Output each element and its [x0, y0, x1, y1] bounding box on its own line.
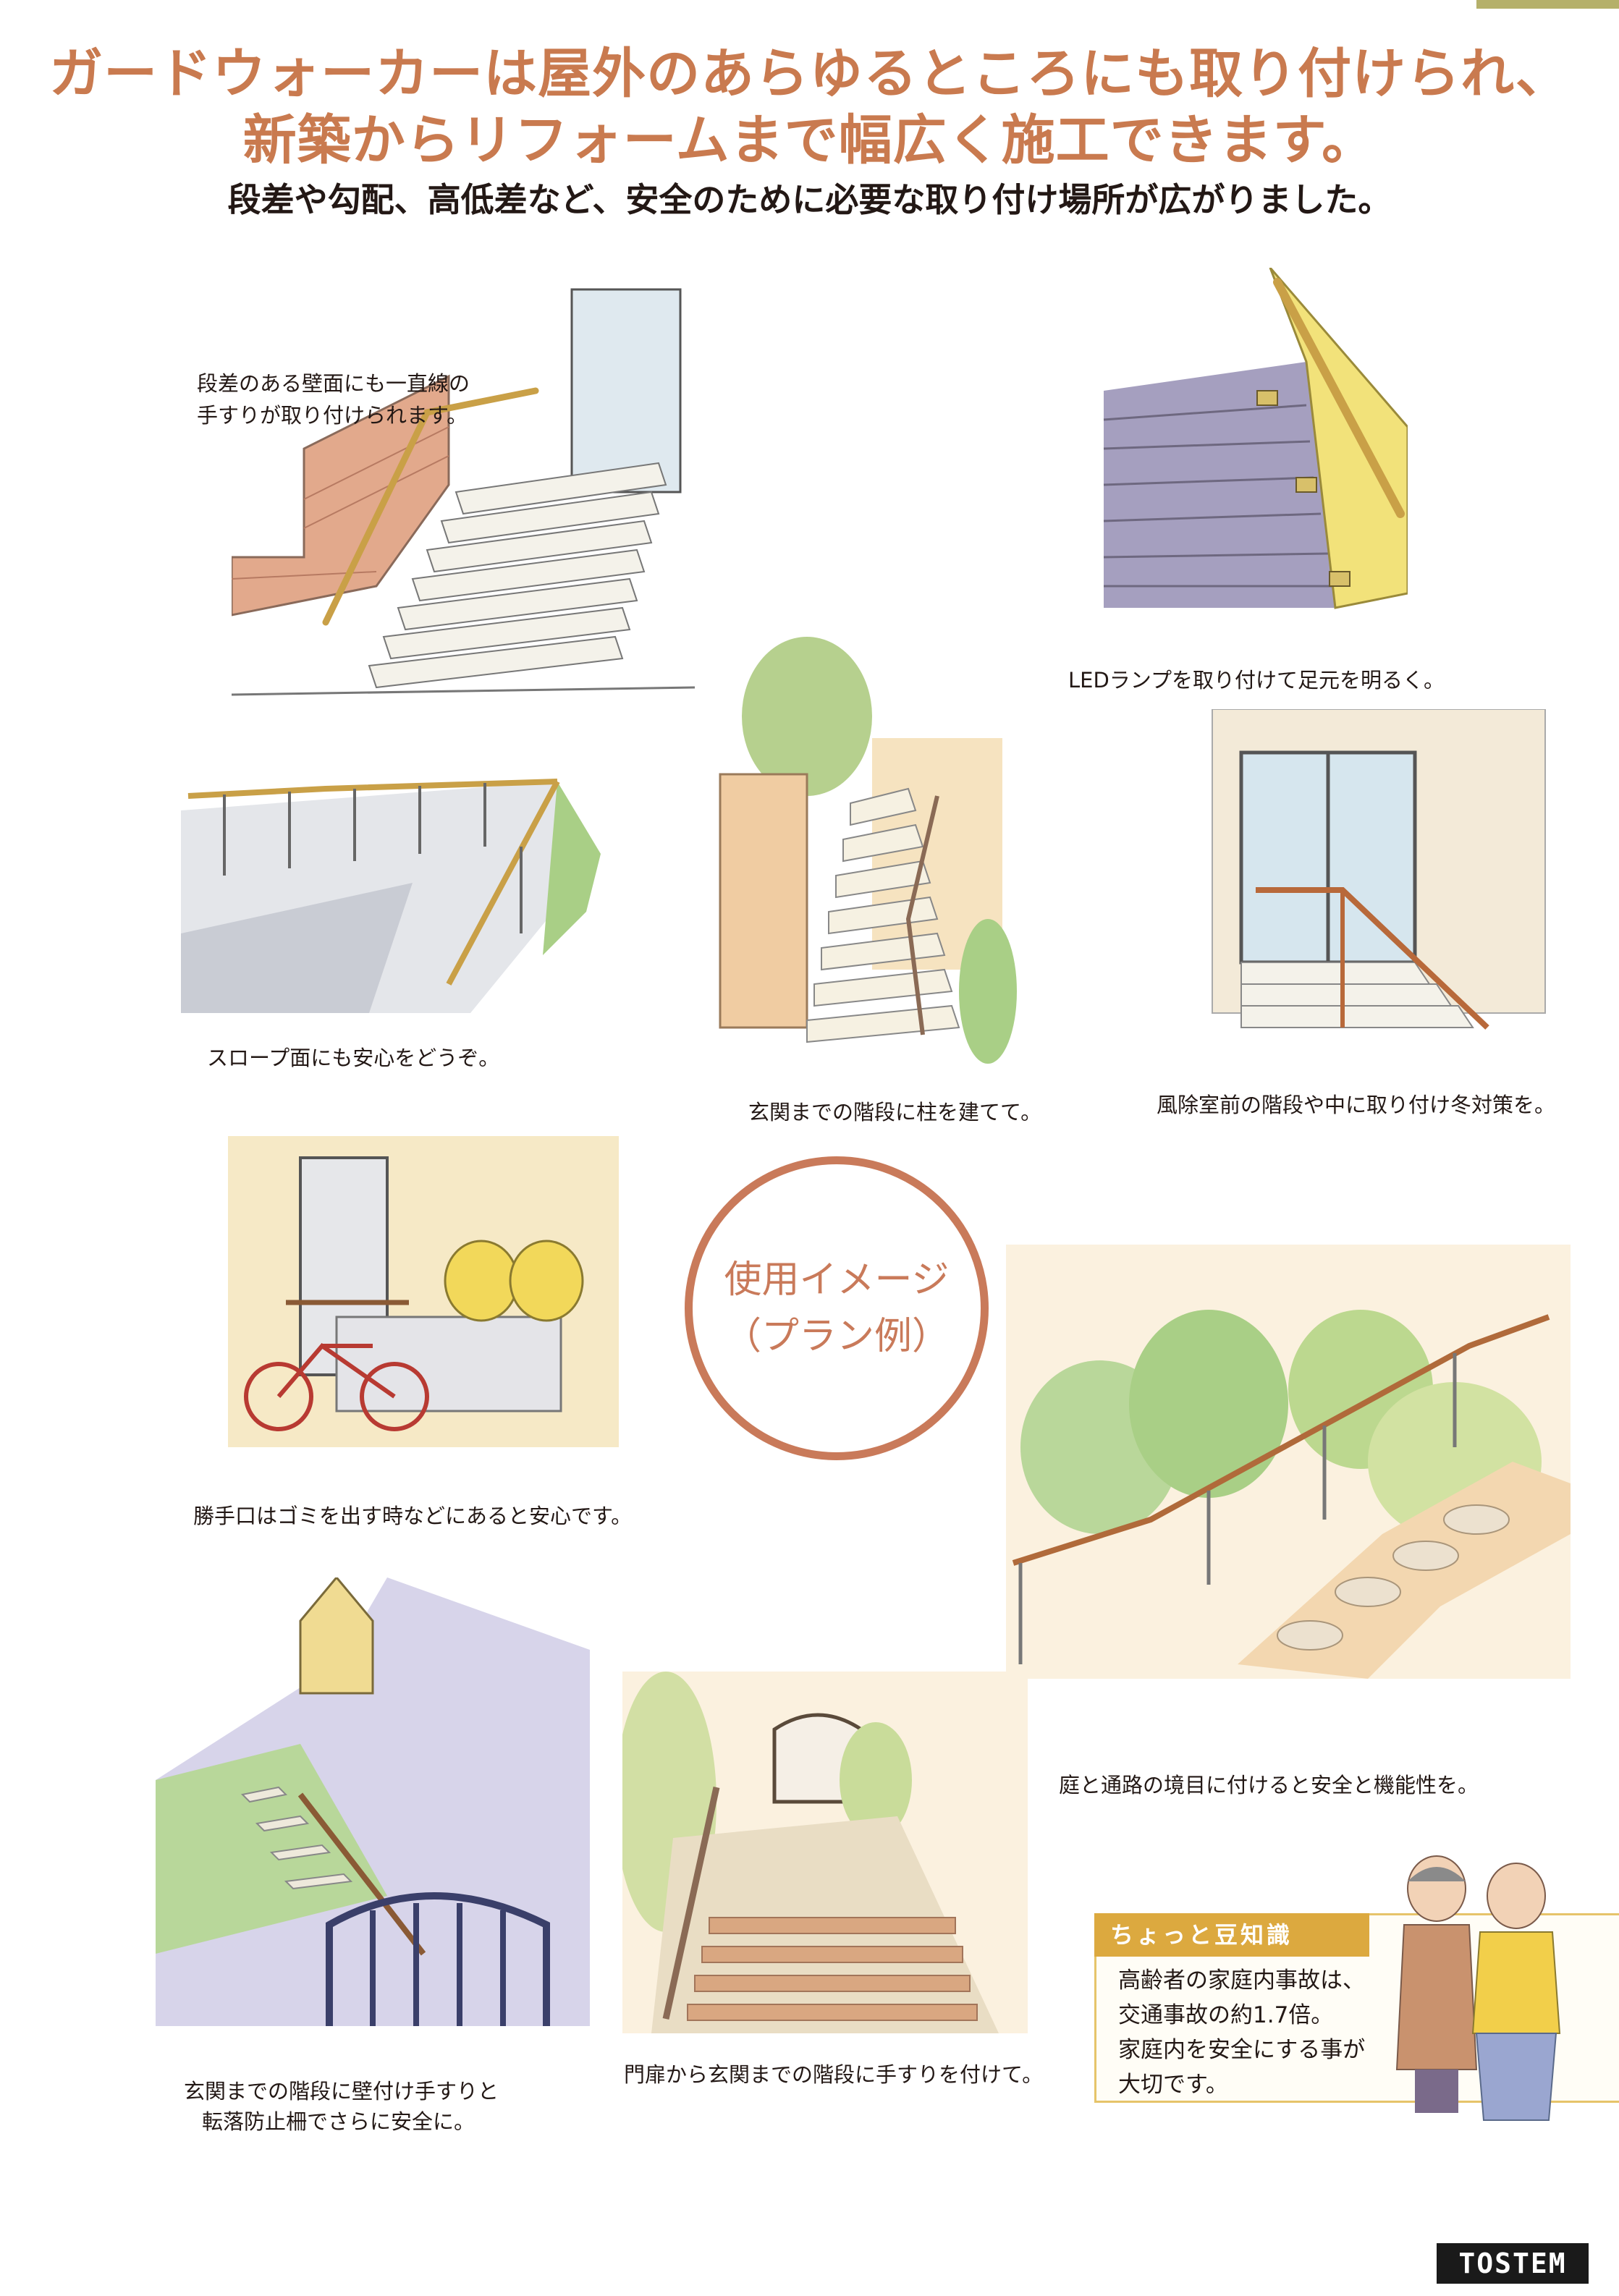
fall-prevention-illustration [156, 1577, 590, 2026]
led-lamp-illustration [1089, 268, 1408, 630]
back-door-illustration [228, 1136, 619, 1447]
subheadline: 段差や勾配、高低差など、安全のために必要な取り付け場所が広がりました。 [227, 180, 1392, 219]
caption-windbreak: 風除室前の階段や中に取り付け冬対策を。 [1157, 1093, 1556, 1117]
badge-line-2: （プラン例） [723, 1315, 950, 1358]
caption-garden: 庭と通路の境目に付けると安全と機能性を。 [1059, 1773, 1479, 1797]
tip-line-1: 高齢者の家庭内事故は、 [1118, 1967, 1365, 1994]
garden-path-illustration [1006, 1245, 1571, 1679]
caption-led-lamp: LEDランプを取り付けて足元を明るく。 [1068, 668, 1445, 692]
caption-fall-prevention-2: 転落防止柵でさらに安全に。 [202, 2109, 475, 2134]
badge-line-1: 使用イメージ [724, 1258, 950, 1302]
caption-fall-prevention-1: 玄関までの階段に壁付け手すりと [184, 2079, 499, 2104]
slope-railing-illustration [181, 767, 601, 1013]
caption-wall-handrail-2: 手すりが取り付けられます。 [197, 403, 468, 428]
tip-line-4: 大切です。 [1118, 2072, 1228, 2098]
elderly-couple-illustration [1368, 1852, 1585, 2127]
tostem-logo: TOSTEM [1437, 2243, 1589, 2284]
tip-line-2: 交通事故の約1.7倍。 [1118, 2002, 1334, 2028]
caption-slope: スロープ面にも安心をどうぞ。 [207, 1046, 500, 1070]
entrance-post-illustration [706, 630, 1017, 1064]
caption-back-door: 勝手口はゴミを出す時などにあると安心です。 [193, 1504, 633, 1528]
usage-image-badge: 使用イメージ （プラン例） [685, 1156, 989, 1460]
caption-wall-handrail-1: 段差のある壁面にも一直線の [197, 371, 470, 396]
caption-entrance-post: 玄関までの階段に柱を建てて。 [748, 1100, 1042, 1124]
tip-line-3: 家庭内を安全にする事が [1118, 2037, 1366, 2063]
headline-line-2: 新築からリフォームまで幅広く施工できます。 [242, 109, 1377, 171]
wall-handrail-illustration [232, 282, 695, 716]
windbreak-room-illustration [1198, 709, 1560, 1049]
caption-gate: 門扉から玄関までの階段に手すりを付けて。 [624, 2062, 1044, 2087]
gate-stairs-illustration [622, 1672, 1028, 2033]
top-accent-bar [1476, 0, 1619, 9]
headline-line-1: ガードウォーカーは屋外のあらゆるところにも取り付けられ、 [49, 43, 1570, 105]
tip-title: ちょっと豆知識 [1094, 1913, 1369, 1957]
